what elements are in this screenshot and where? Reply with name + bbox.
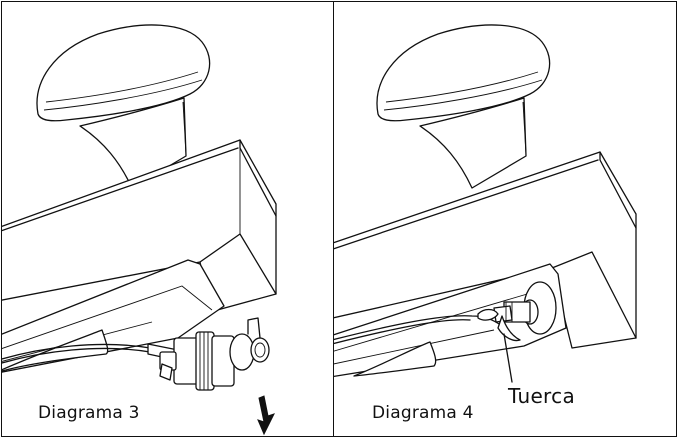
seat-post [419, 97, 527, 189]
callout-leader-line [503, 333, 513, 383]
caption-diagram-3: Diagrama 3 [38, 403, 140, 423]
tension-knob-assembly [159, 317, 270, 391]
seat-post [79, 97, 187, 189]
panel-diagram-3: Diagrama 3 [1, 1, 334, 437]
seat-shape [36, 24, 211, 122]
diagram-4-illustration [334, 24, 637, 383]
arm-under [2, 259, 225, 373]
frame-bar [2, 139, 277, 313]
caption-diagram-4: Diagrama 4 [372, 403, 474, 423]
nut-assembly [477, 281, 557, 342]
down-arrow-icon [257, 395, 275, 436]
diagram-3-illustration [2, 24, 277, 436]
callout-tuerca: Tuerca [508, 384, 575, 408]
panel-diagram-4: Diagrama 4 Tuerca [333, 1, 677, 437]
seat-shape [376, 24, 551, 122]
